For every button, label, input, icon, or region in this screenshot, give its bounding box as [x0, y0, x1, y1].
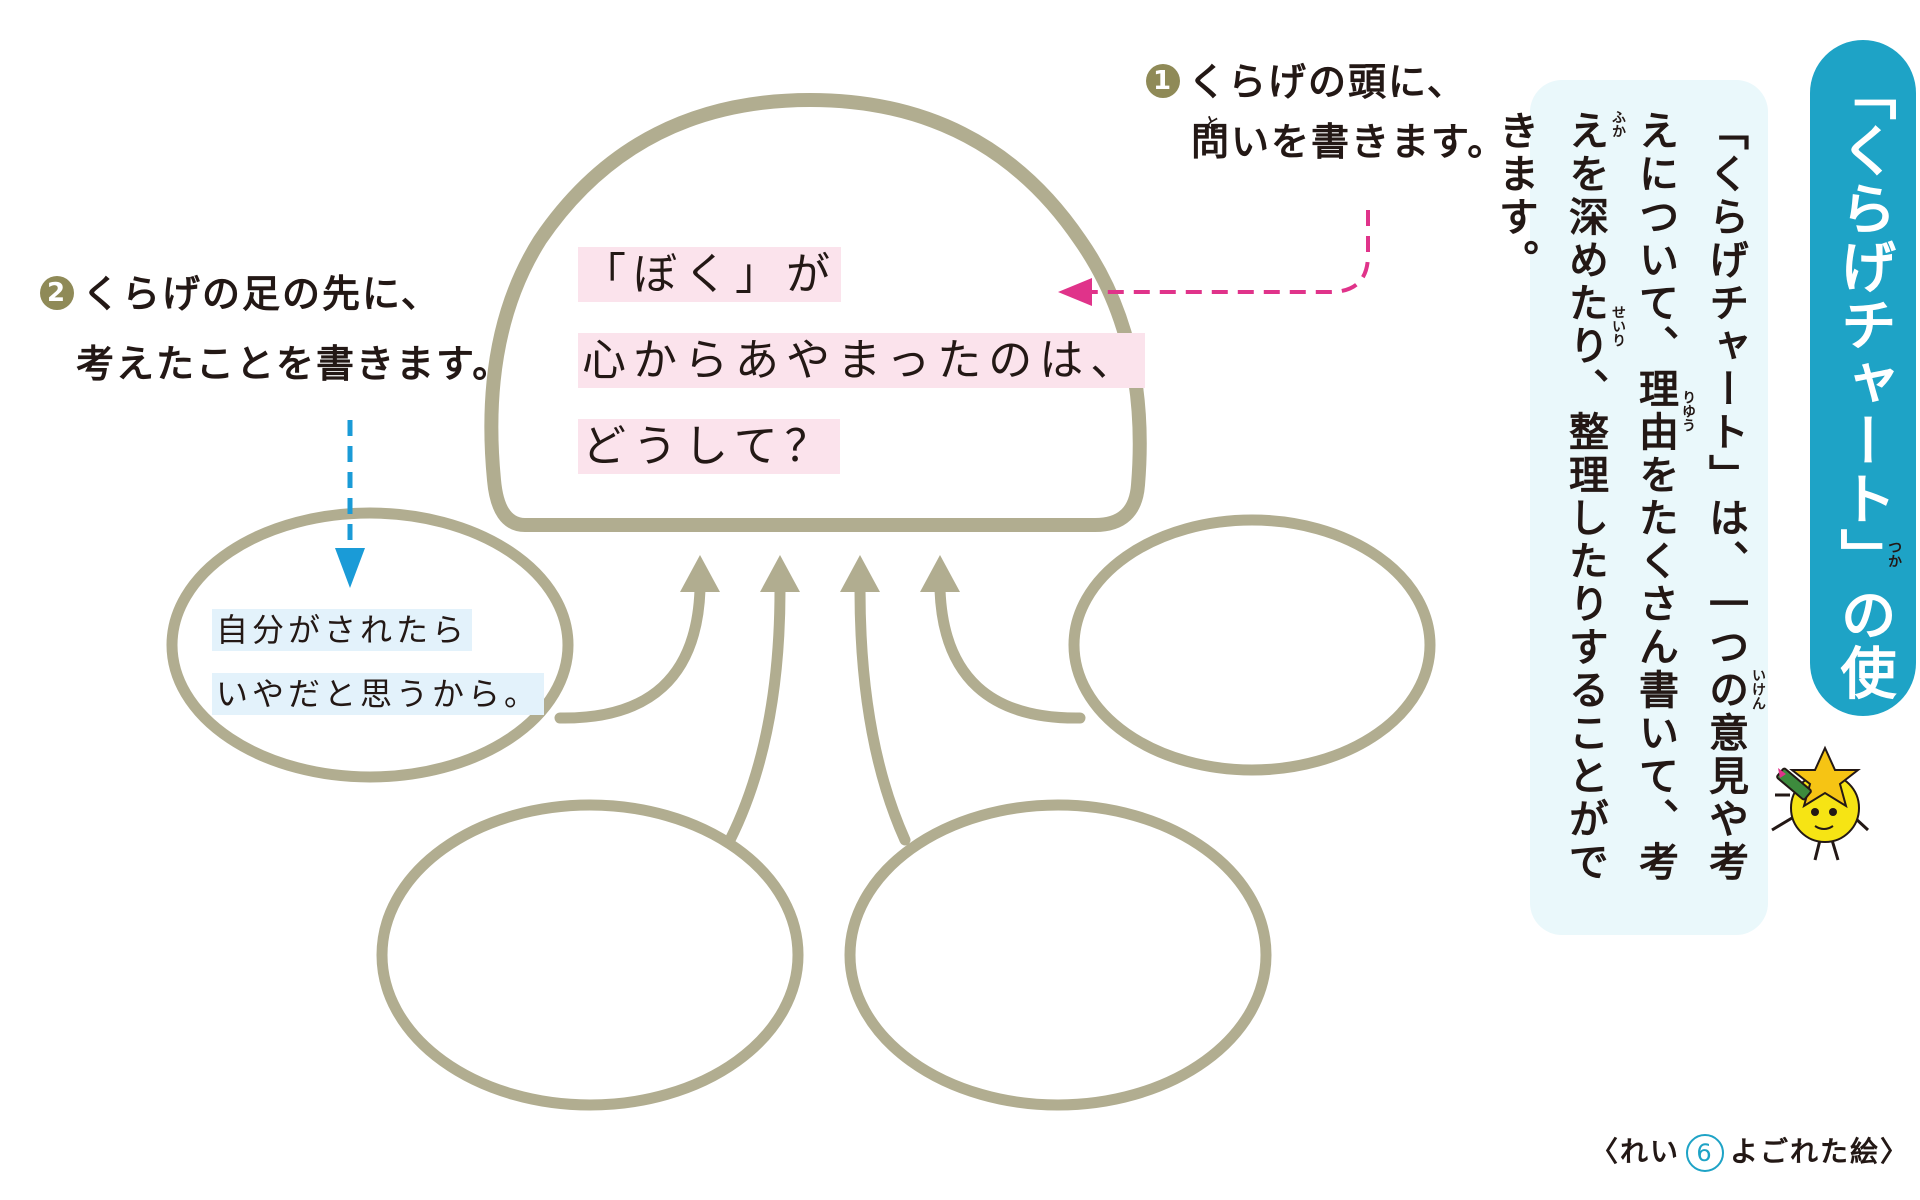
ruby-fuka: ふか	[1610, 110, 1626, 138]
head-question: 「ぼく」が 心からあやまったのは、 どうして？	[578, 232, 1146, 490]
step-1-line1: くらげの頭に、	[1188, 60, 1467, 104]
step-1-ruby: と	[1205, 114, 1221, 132]
leg-ellipse-top-left	[166, 507, 574, 783]
star-mascot-icon	[1771, 745, 1870, 861]
leg-ellipse-top-right	[1068, 514, 1436, 776]
jellyfish-head	[484, 93, 1147, 532]
step-1-badge: 1	[1146, 63, 1180, 98]
leg-answer: 自分がされたら いやだと思うから。	[212, 598, 545, 726]
arrowhead-4	[920, 555, 960, 592]
connector-top-right	[934, 584, 1086, 724]
head-line-1: 「ぼく」が	[578, 247, 841, 302]
connector-bottom-left	[724, 584, 786, 846]
step-1-line2: 問いを書きます。	[1191, 119, 1508, 164]
arrowhead-1	[680, 555, 720, 592]
connector-bottom-right	[854, 584, 911, 846]
explanation-panel	[1530, 80, 1768, 935]
title-pill	[1810, 40, 1916, 716]
ruby-iken: いけん	[1750, 668, 1766, 710]
leg-ellipse-bottom-left	[376, 799, 804, 1111]
connector-top-left	[554, 584, 706, 724]
title-ruby: つか	[1886, 540, 1902, 568]
caption-prefix: 〈れい	[1590, 1135, 1681, 1168]
pink-arrowhead	[1058, 278, 1092, 306]
pink-dashed-arrow	[1090, 210, 1370, 294]
step-2-line2: 考えたことを書きます。	[76, 341, 513, 386]
pencil-icon	[1776, 767, 1812, 801]
leg-line-2: いやだと思うから。	[212, 673, 545, 715]
ruby-seiri: せいり	[1610, 305, 1626, 347]
leg-line-1: 自分がされたら	[212, 609, 473, 651]
step-2-line1: くらげの足の先に、	[82, 272, 441, 316]
caption-title: よごれた絵〉	[1730, 1135, 1911, 1168]
explanation-text: 「くらげチャート」は、一つの意見や考えについて、理由をたくさん書いて、考えを深め…	[1492, 110, 1748, 884]
step-2-badge: 2	[40, 275, 74, 310]
head-line-3: どうして？	[578, 419, 840, 474]
ruby-riyuu: りゆう	[1680, 390, 1696, 432]
head-line-2: 心からあやまったのは、	[578, 333, 1146, 388]
arrowhead-3	[840, 555, 880, 592]
page-title: 「くらげチャート」の使い方	[1725, 64, 1896, 702]
leg-ellipse-bottom-right	[844, 799, 1272, 1111]
example-number: 6	[1686, 1134, 1725, 1172]
blue-arrowhead	[335, 548, 365, 588]
arrowhead-2	[760, 555, 800, 592]
